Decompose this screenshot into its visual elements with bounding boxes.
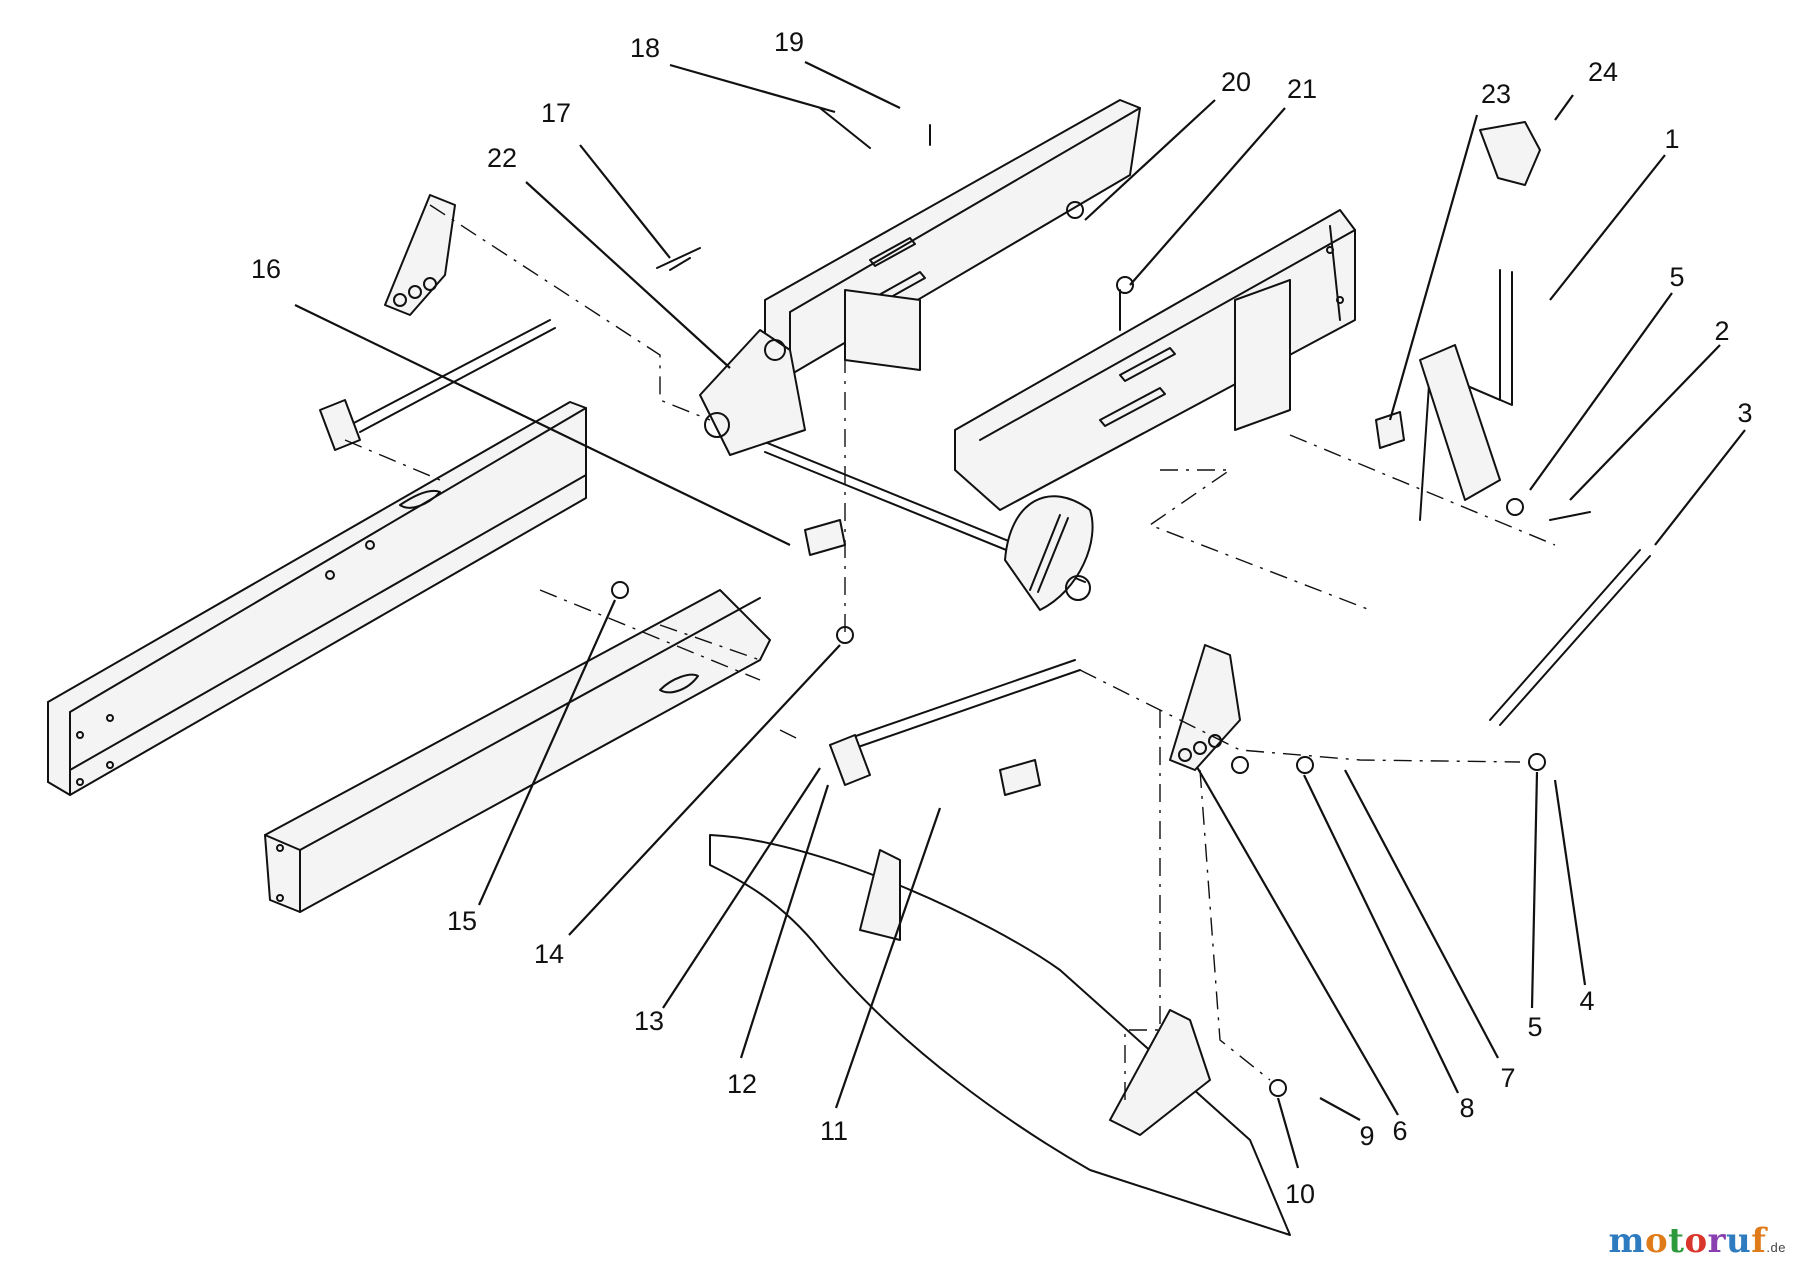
callout-12: 12 xyxy=(727,1069,757,1099)
callout-23: 23 xyxy=(1481,79,1511,109)
right-frame-rail xyxy=(954,209,1356,511)
callout-16: 16 xyxy=(251,254,281,284)
callout-7: 7 xyxy=(1500,1063,1515,1093)
callout-4: 4 xyxy=(1579,986,1594,1016)
upper-frame-rail xyxy=(764,99,1141,376)
callout-9: 9 xyxy=(1359,1121,1374,1151)
watermark-letter: o xyxy=(1645,1221,1669,1261)
lower-frame-rail xyxy=(264,589,771,913)
lift-lever xyxy=(1419,121,1541,521)
height-adjust-plate-lower xyxy=(1169,644,1241,771)
callout-10: 10 xyxy=(1285,1179,1315,1209)
callout-6: 6 xyxy=(1392,1116,1407,1146)
callout-labels: 1 2 3 4 5 5 6 7 8 9 10 11 12 13 14 15 16… xyxy=(251,27,1753,1209)
callout-24: 24 xyxy=(1588,57,1618,87)
hardware xyxy=(611,107,1591,1097)
callout-14: 14 xyxy=(534,939,564,969)
callout-20: 20 xyxy=(1221,67,1251,97)
watermark-letter: t xyxy=(1668,1221,1685,1261)
deck-lift-arm xyxy=(709,834,1291,1236)
callout-1: 1 xyxy=(1664,124,1679,154)
callout-19: 19 xyxy=(774,27,804,57)
callout-21: 21 xyxy=(1287,74,1317,104)
callout-17: 17 xyxy=(541,98,571,128)
callout-22: 22 xyxy=(487,143,517,173)
left-frame-rail xyxy=(47,401,587,796)
height-adjust-plate-upper xyxy=(384,194,456,316)
watermark-letter: f xyxy=(1751,1221,1767,1261)
callout-leaders xyxy=(294,61,1746,1169)
watermark-suffix: .de xyxy=(1766,1240,1786,1255)
watermark-letter: o xyxy=(1684,1221,1708,1261)
callout-2: 2 xyxy=(1714,316,1729,346)
callout-13: 13 xyxy=(634,1006,664,1036)
adjust-rods xyxy=(319,319,1651,786)
callout-8: 8 xyxy=(1459,1093,1474,1123)
callout-3: 3 xyxy=(1737,398,1752,428)
callout-5-lower: 5 xyxy=(1527,1012,1542,1042)
callout-15: 15 xyxy=(447,906,477,936)
watermark-letter: m xyxy=(1608,1221,1646,1261)
assembly-centerlines xyxy=(344,204,1556,1100)
callout-5-upper: 5 xyxy=(1669,262,1684,292)
lift-shaft-assembly xyxy=(699,329,1094,611)
callout-18: 18 xyxy=(630,33,660,63)
watermark-letter: u xyxy=(1726,1221,1752,1261)
watermark-letter: r xyxy=(1707,1221,1727,1261)
callout-11: 11 xyxy=(820,1116,848,1146)
watermark-logo: motoruf.de xyxy=(1609,1221,1786,1261)
